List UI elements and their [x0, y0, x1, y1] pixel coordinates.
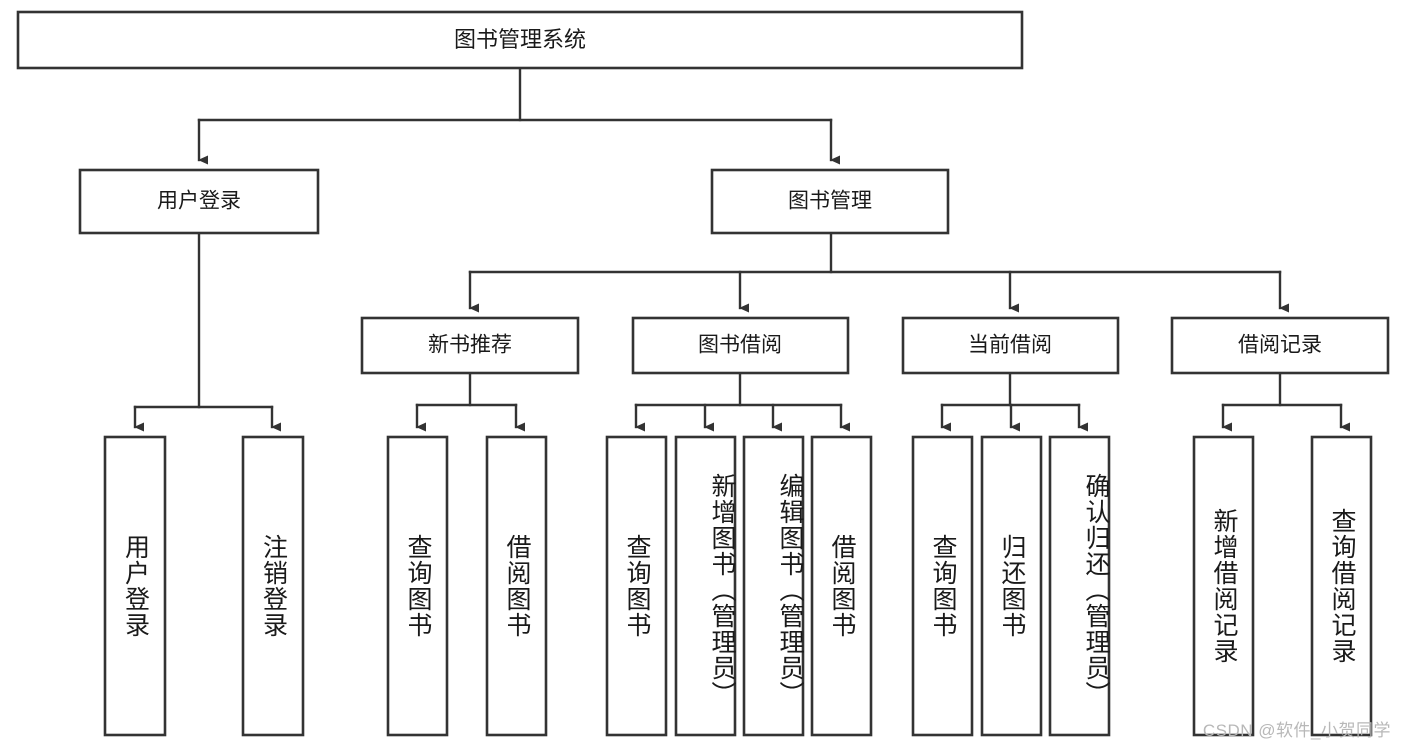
node-current-borrow-label: 当前借阅 — [968, 334, 1052, 357]
node-current-borrow[interactable]: 当前借阅 — [901, 316, 1120, 375]
edge-group-book-borrow-to-leaves — [634, 371, 850, 432]
node-user-login-box — [78, 168, 320, 235]
leaf-group-user-login — [103, 435, 305, 737]
leaf-group-borrow-records — [1192, 435, 1373, 737]
leaf-box-user-login-2[interactable] — [241, 435, 305, 737]
watermark-text: CSDN @软件_小贺同学 — [1202, 721, 1391, 740]
node-book-borrow-label: 图书借阅 — [698, 334, 782, 357]
leaf-box-book-borrow-1[interactable] — [605, 435, 668, 737]
leaf-box-borrow-records-2[interactable] — [1310, 435, 1373, 737]
node-new-book-recommend[interactable]: 新书推荐 — [360, 316, 580, 375]
edge-group-borrow-records-to-leaves — [1221, 371, 1350, 432]
node-borrow-records-box — [1170, 316, 1390, 375]
leaf-box-book-borrow-2[interactable] — [674, 435, 737, 737]
node-user-login-label: 用户登录 — [157, 190, 241, 213]
node-new-book-recommend-box — [360, 316, 580, 375]
leaf-box-new-books-2[interactable] — [485, 435, 548, 737]
node-user-login[interactable]: 用户登录 — [78, 168, 320, 235]
node-current-borrow-box — [901, 316, 1120, 375]
node-book-borrow-box — [631, 316, 850, 375]
leaf-box-current-borrow-2[interactable] — [980, 435, 1043, 737]
leaf-box-new-books-1[interactable] — [386, 435, 449, 737]
node-book-borrow[interactable]: 图书借阅 — [631, 316, 850, 375]
node-book-management-label: 图书管理 — [788, 190, 872, 213]
edge-group-new-book-recommend-to-leaves — [415, 371, 525, 432]
edge-group-root-to-level2 — [197, 66, 840, 165]
edge-group-user-login-to-leaves — [133, 231, 281, 432]
node-root-box — [16, 10, 1024, 70]
leaf-box-user-login-1[interactable] — [103, 435, 167, 737]
leaf-group-new-book-recommend — [386, 435, 548, 737]
leaf-group-book-borrow — [605, 435, 873, 737]
leaf-box-borrow-records-1[interactable] — [1192, 435, 1255, 737]
node-book-management-box — [710, 168, 950, 235]
leaf-box-book-borrow-3[interactable] — [742, 435, 805, 737]
node-root-label: 图书管理系统 — [454, 27, 586, 52]
node-root[interactable]: 图书管理系统 — [16, 10, 1024, 70]
node-new-book-recommend-label: 新书推荐 — [428, 334, 512, 357]
node-borrow-records[interactable]: 借阅记录 — [1170, 316, 1390, 375]
edge-group-book-management-to-level3 — [468, 231, 1289, 313]
leaf-group-current-borrow — [911, 435, 1111, 737]
leaf-box-book-borrow-4[interactable] — [810, 435, 873, 737]
leaf-box-current-borrow-3[interactable] — [1048, 435, 1111, 737]
node-book-management[interactable]: 图书管理 — [710, 168, 950, 235]
leaf-box-current-borrow-1[interactable] — [911, 435, 974, 737]
edge-group-current-borrow-to-leaves — [940, 371, 1088, 432]
node-borrow-records-label: 借阅记录 — [1238, 334, 1322, 357]
